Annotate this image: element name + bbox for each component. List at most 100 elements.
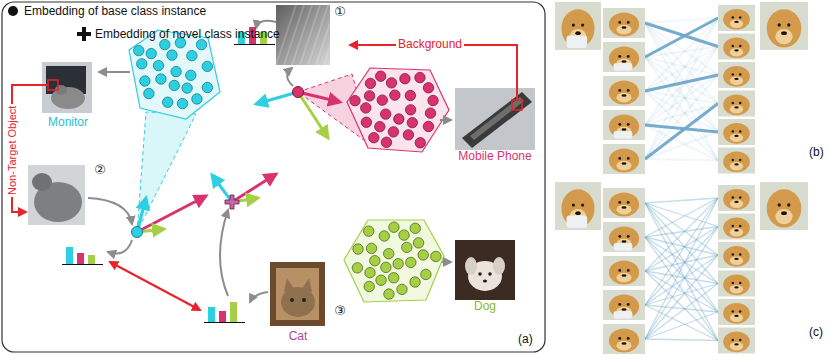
photo-shape	[787, 23, 790, 26]
novel-embedding-cross	[225, 195, 239, 209]
embedding-dot	[423, 121, 433, 131]
photo	[760, 182, 808, 230]
embedding-dot	[132, 227, 143, 238]
photo-shape	[730, 77, 743, 85]
score-bar	[208, 307, 215, 322]
correspondence-lines	[645, 198, 718, 341]
match-line	[645, 198, 718, 271]
class-label: Monitor	[48, 116, 88, 130]
dog-photo	[718, 62, 755, 88]
photo-shape	[618, 123, 621, 126]
photo	[718, 62, 755, 88]
match-line	[645, 198, 718, 305]
embedding-dot	[140, 76, 150, 86]
embedding-dot	[379, 231, 389, 241]
photo-shape	[781, 31, 787, 35]
photo-shape	[614, 63, 633, 71]
embedding-dot	[177, 98, 187, 108]
photo-shape	[281, 287, 315, 317]
embedding-dot	[186, 70, 196, 80]
photo	[603, 144, 645, 174]
embedding-dot	[390, 90, 400, 100]
dog-photo	[555, 182, 601, 230]
embedding-dot	[163, 97, 173, 107]
photo-shape	[787, 203, 790, 206]
match-line	[645, 104, 718, 160]
embedding-dot	[361, 103, 371, 113]
vector-arrow	[137, 196, 206, 232]
photo-shape	[276, 268, 319, 320]
match-line	[645, 203, 718, 341]
flow-arrow	[256, 21, 276, 28]
match-line	[645, 47, 718, 160]
embedding-dot	[202, 82, 212, 92]
photo-shape	[627, 89, 630, 92]
photo-shape	[723, 246, 750, 267]
photo-shape	[614, 311, 633, 319]
photo	[718, 214, 755, 240]
photo-shape	[739, 310, 742, 313]
embedding-dot	[394, 114, 404, 124]
photo-shape	[734, 21, 738, 23]
photo-shape	[778, 23, 781, 26]
photo-shape	[739, 159, 742, 162]
dog-photo	[718, 91, 755, 117]
embedding-dot	[369, 132, 379, 142]
embedding-dot	[364, 91, 374, 101]
photo-shape	[618, 337, 621, 340]
photo-shape	[618, 21, 621, 24]
embedding-dot	[352, 263, 362, 273]
photo-shape	[767, 9, 802, 47]
embedding-dot	[377, 95, 387, 105]
legend-sample	[77, 27, 91, 41]
photo-shape	[732, 130, 735, 133]
image-node: ②	[26, 163, 112, 227]
photo-shape	[739, 253, 742, 256]
photo	[718, 119, 755, 145]
embedding-dot	[406, 257, 416, 267]
dog-photo	[555, 2, 601, 50]
photo-shape	[734, 78, 738, 80]
dog-photo	[718, 5, 755, 31]
photo-shape	[730, 200, 743, 208]
embedding-dot	[431, 251, 441, 261]
embedding-dot	[144, 88, 154, 98]
photo-shape	[618, 303, 621, 306]
baseline	[234, 44, 275, 45]
embedding-dot	[388, 127, 398, 137]
photo-shape	[730, 48, 743, 56]
image-node: Dog	[452, 238, 518, 318]
embedding-dot	[167, 50, 177, 60]
embedding-dot	[187, 50, 197, 60]
photo-shape	[575, 31, 581, 35]
photo-shape	[732, 16, 735, 19]
photo	[718, 34, 755, 60]
photo-shape	[732, 310, 735, 313]
photo-shape	[627, 303, 630, 306]
dog-photo	[718, 214, 755, 240]
photo	[603, 256, 645, 286]
dog-photo	[760, 182, 808, 230]
score-bar	[77, 253, 84, 264]
embedding-dot	[146, 48, 156, 58]
photo-shape	[616, 341, 631, 351]
embedding-dot	[397, 284, 407, 294]
photo	[718, 185, 755, 211]
photo-shape	[739, 339, 742, 342]
score-bars	[62, 247, 103, 265]
flow-arrow	[220, 210, 228, 296]
dog-photo	[603, 42, 645, 72]
dog-photo	[718, 34, 755, 60]
photo-shape	[478, 272, 482, 276]
photo	[276, 5, 330, 65]
photo-shape	[616, 205, 631, 215]
match-line	[645, 227, 718, 340]
match-line	[645, 312, 718, 339]
dog-photo	[603, 76, 645, 106]
match-line	[645, 255, 718, 339]
dog-photo	[603, 256, 645, 286]
photo-shape	[730, 134, 743, 142]
embedding-dot	[403, 130, 413, 140]
photo-shape	[575, 211, 581, 215]
